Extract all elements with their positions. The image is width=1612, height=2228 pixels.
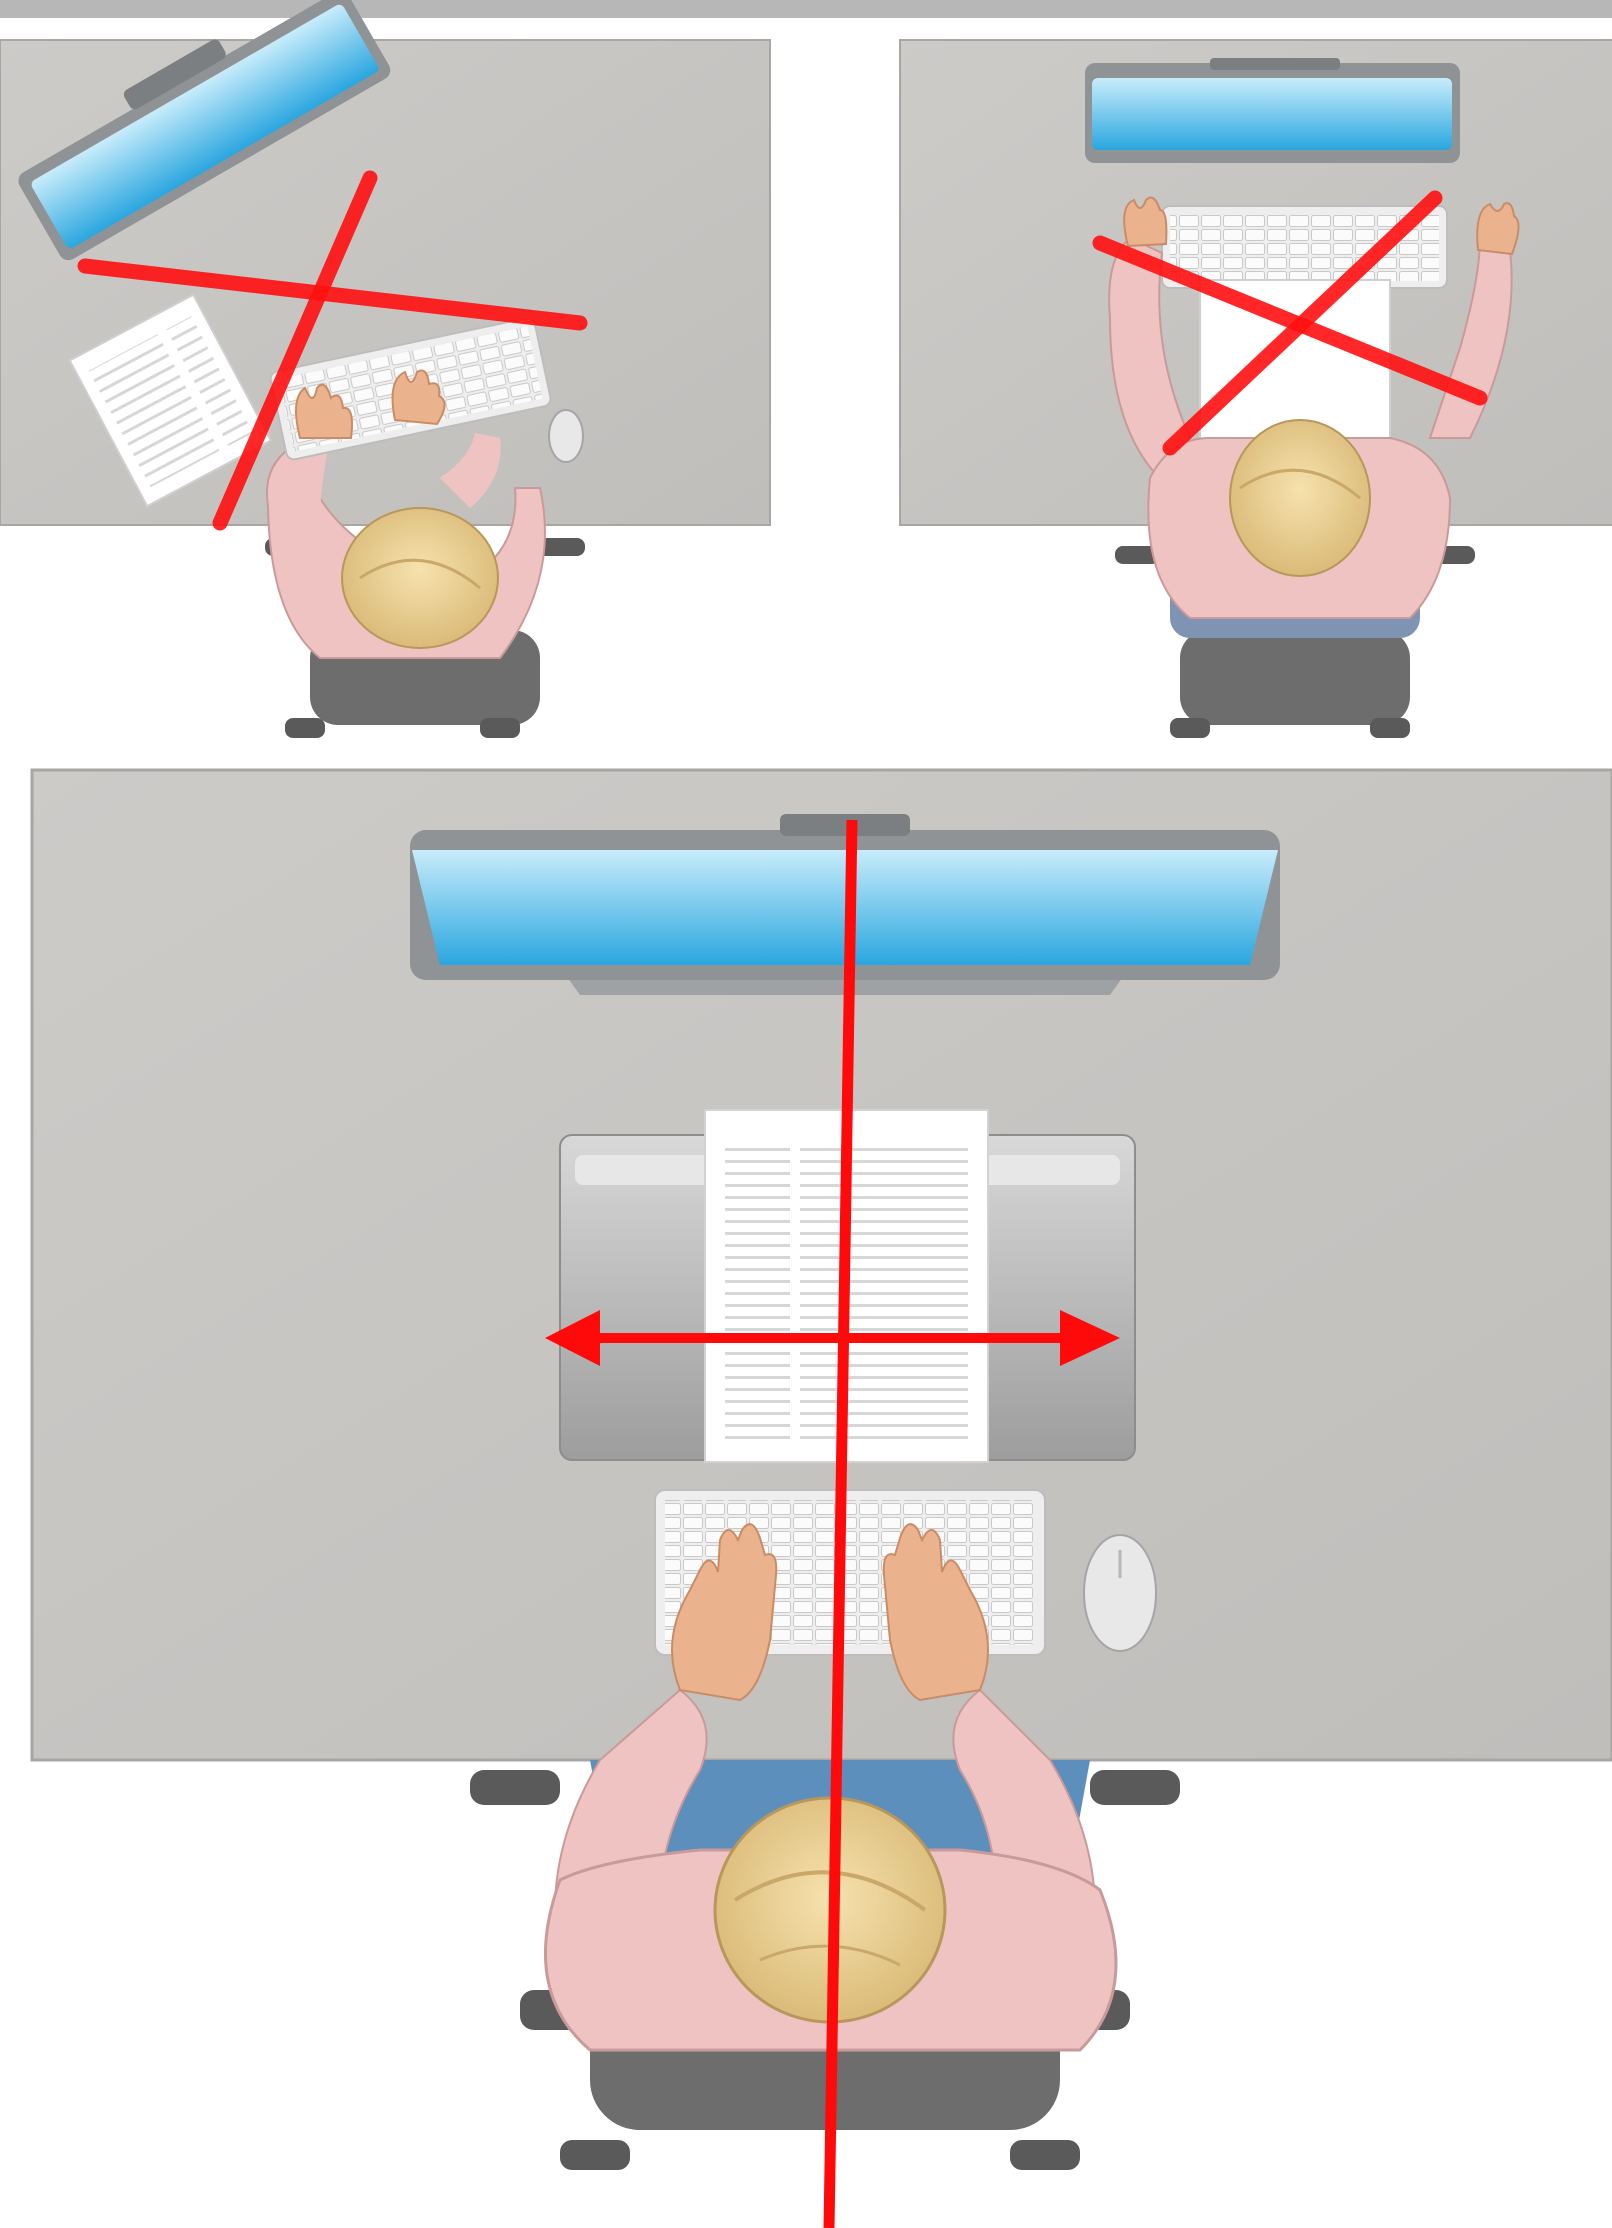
panel-correct-centered-setup [0, 760, 1612, 2228]
panel-keyboard-too-far [870, 18, 1612, 753]
mouse [549, 410, 583, 462]
top-border-bar [0, 0, 1612, 18]
panel-monitor-rotated [0, 18, 790, 753]
desk [0, 40, 770, 525]
monitor [1085, 58, 1460, 163]
mouse [1084, 1535, 1156, 1651]
